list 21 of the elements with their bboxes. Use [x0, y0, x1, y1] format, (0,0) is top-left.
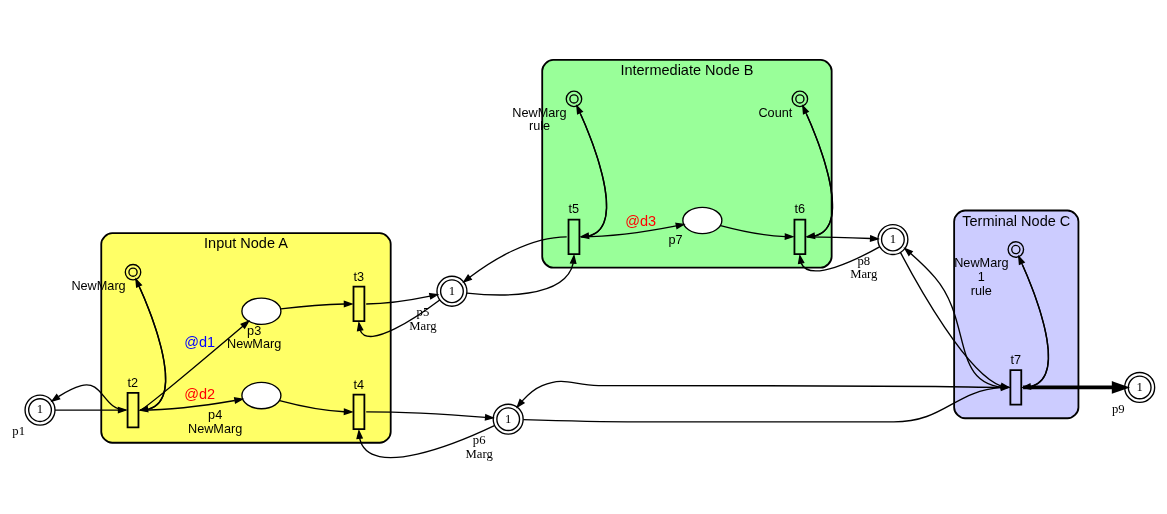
node-label: NewMarg — [954, 256, 1009, 271]
node-label: p8 — [857, 253, 871, 268]
edge-label: @d3 — [625, 212, 657, 229]
node-label: 1 — [977, 270, 985, 284]
node-label: NewMarg — [227, 337, 282, 352]
node-label: Marg — [409, 318, 437, 333]
node-label: t3 — [353, 269, 365, 284]
node-label: Marg — [850, 267, 878, 282]
node-label: p1 — [12, 424, 26, 439]
node-label: p7 — [668, 232, 683, 247]
node-label: p3 — [247, 323, 262, 338]
node-label: Count — [758, 105, 793, 120]
node-label: Marg — [465, 446, 493, 461]
node-label: p9 — [1112, 401, 1125, 416]
node-label: p6 — [472, 433, 486, 448]
node-label: t4 — [353, 377, 365, 392]
node-label: NewMarg — [187, 421, 243, 436]
edge-label: @d1 — [184, 334, 216, 351]
edge-label: @d2 — [184, 386, 216, 403]
node-label: rule — [970, 283, 992, 298]
node-label: p4 — [208, 407, 223, 422]
